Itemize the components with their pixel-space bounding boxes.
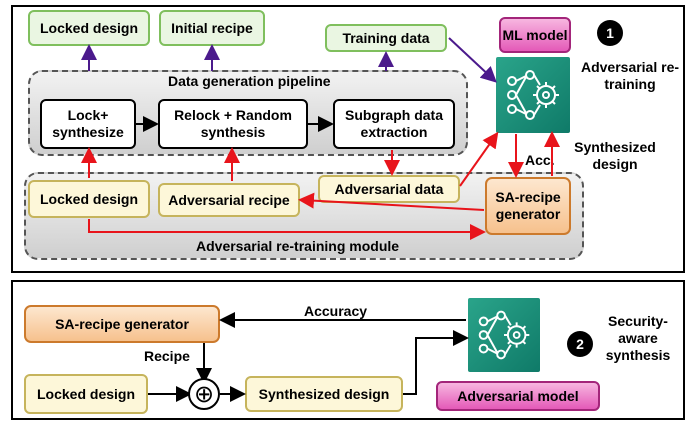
adversarial-model-box: Adversarial model <box>436 381 600 411</box>
adversarial-recipe-box: Adversarial recipe <box>158 183 300 217</box>
sa-recipe-generator-box-bottom: SA-recipe generator <box>24 305 220 343</box>
arrow-gen-to-adv-recipe <box>298 192 485 211</box>
neural-network-gear-icon-bottom <box>468 298 540 372</box>
sa-recipe-generator-box: SA-recipe generator <box>485 177 571 235</box>
adversarial-data-box: Adversarial data <box>318 175 460 203</box>
arrow-locked-to-gen <box>88 219 486 240</box>
synthesized-design-box-bottom: Synthesized design <box>245 376 403 412</box>
ml-model-box: ML model <box>499 17 571 53</box>
pipeline-title: Data generation pipeline <box>168 73 331 89</box>
security-aware-synthesis-label: Security-aware synthesis <box>605 313 671 363</box>
step-1-badge: 1 <box>597 20 623 46</box>
module-title: Adversarial re-training module <box>196 238 400 254</box>
arrow-training-to-model <box>448 37 497 83</box>
recipe-label: Recipe <box>144 348 190 364</box>
synthesized-design-label: Synthesized design <box>574 139 656 172</box>
neural-network-gear-icon <box>496 57 570 133</box>
relock-random-synthesis-box: Relock + Random synthesis <box>158 99 308 149</box>
acc-label: Acc. <box>525 152 555 168</box>
lock-synthesize-box: Lock+ synthesize <box>40 99 136 149</box>
arrow-adv-data-to-model <box>459 131 499 187</box>
subgraph-extraction-box: Subgraph data extraction <box>333 99 455 149</box>
locked-design-box-bottom: Locked design <box>24 374 148 414</box>
adversarial-retraining-label: Adversarial re-training <box>580 59 680 92</box>
arrow-synth-to-model <box>403 330 469 395</box>
xor-symbol: ⊕ <box>194 380 214 408</box>
accuracy-label: Accuracy <box>304 303 368 319</box>
locked-design-box: Locked design <box>28 180 150 218</box>
step-2-badge: 2 <box>567 331 593 357</box>
xor-node <box>188 378 220 410</box>
